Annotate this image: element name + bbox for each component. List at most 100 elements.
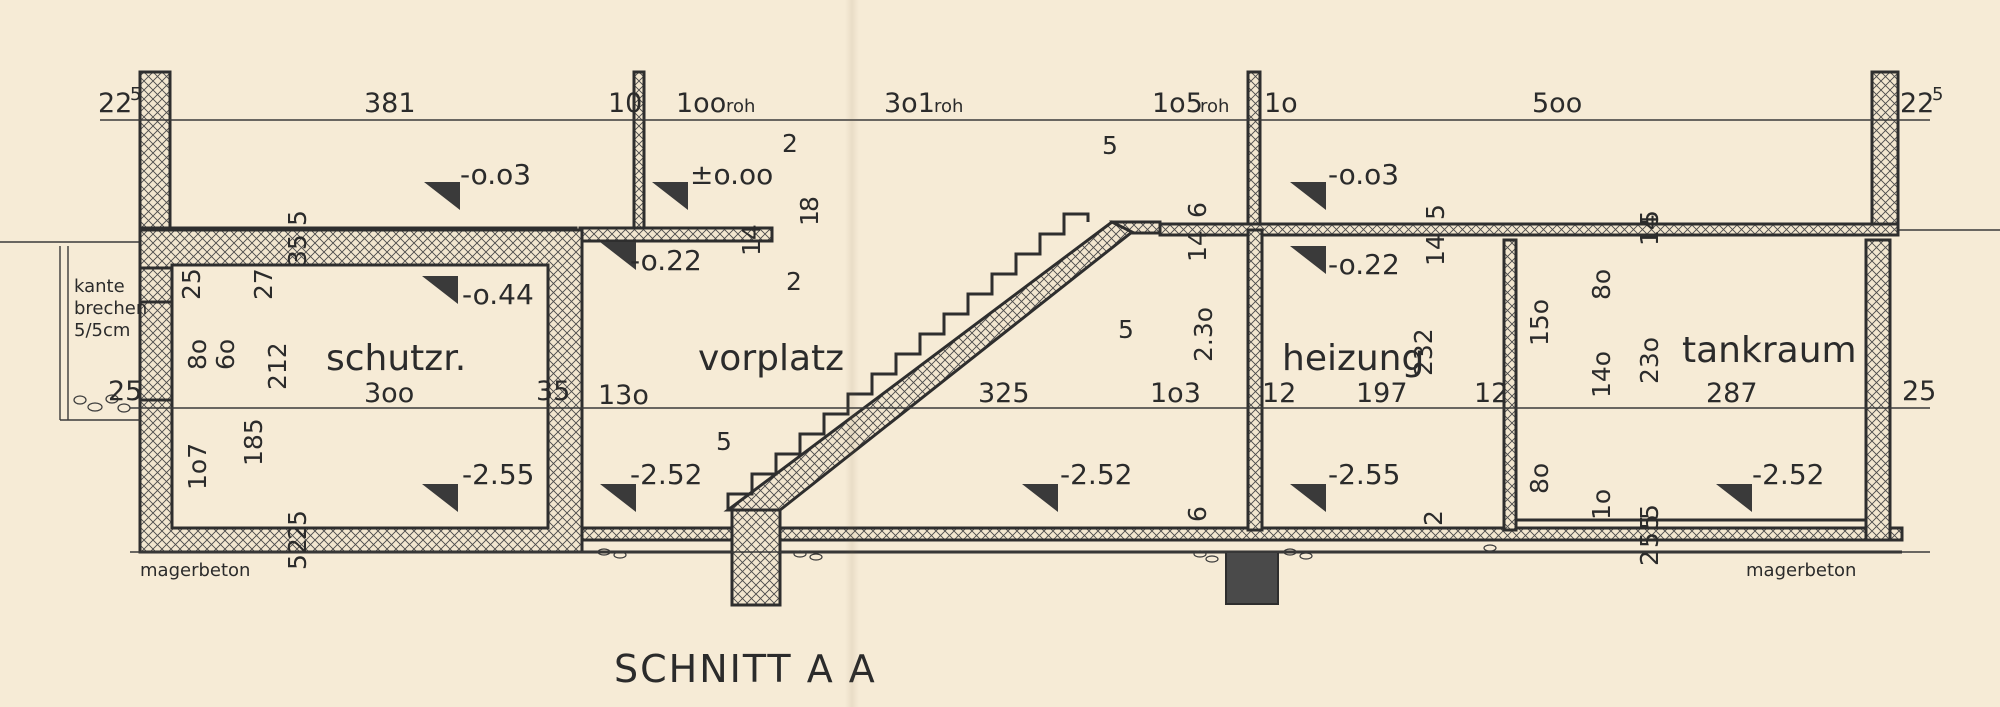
svg-text:14: 14 (1421, 234, 1450, 266)
dim-mid-130: 13o (598, 380, 649, 411)
svg-text:5: 5 (716, 427, 732, 456)
svg-text:14: 14 (1635, 214, 1664, 246)
svg-text:27: 27 (249, 268, 278, 300)
dim-top-5b: 5 (1932, 84, 1943, 105)
note-magerbeton-right: magerbeton (1746, 560, 1856, 581)
dim-mid-103: 1o3 (1150, 378, 1201, 409)
dim-mid-12a: 12 (1262, 378, 1296, 409)
heizung-wall (1246, 228, 1264, 532)
drawing-title: SCHNITT A A (614, 647, 877, 691)
upper-wall-3 (1246, 70, 1262, 232)
dim-top-105: 1o5 (1152, 88, 1203, 119)
svg-text:5: 5 (1635, 210, 1664, 226)
dim-mid-35: 35 (536, 376, 570, 407)
note-magerbeton-left: magerbeton (140, 560, 250, 581)
level-schutz-floor: -2.55 (462, 458, 534, 491)
level-vorplatz-top: ±o.oo (690, 158, 773, 191)
dim-top-22-right: 22 (1900, 88, 1934, 119)
svg-text:2.3o: 2.3o (1189, 307, 1218, 362)
chamfer-block (138, 266, 174, 304)
dim-mid-287: 287 (1706, 378, 1758, 409)
dim-mid-325: 325 (978, 378, 1030, 409)
level-stair-bottom: -2.52 (1060, 458, 1132, 491)
svg-text:5: 5 (283, 210, 312, 226)
level-heizung-top: -o.o3 (1328, 158, 1399, 191)
svg-text:23o: 23o (1635, 337, 1664, 384)
svg-text:185: 185 (239, 418, 268, 466)
basement-floor (580, 526, 1904, 542)
svg-text:5: 5 (1635, 514, 1664, 530)
room-vorplatz: vorplatz (698, 338, 844, 379)
floor-slab-3 (1158, 222, 1900, 237)
dim-top-roh1: roh (726, 96, 755, 117)
upper-wall-left (138, 70, 172, 232)
dim-mid-12b: 12 (1474, 378, 1508, 409)
svg-text:2: 2 (786, 267, 802, 296)
svg-text:35: 35 (283, 234, 312, 266)
dim-top-381: 381 (364, 88, 416, 119)
dim-top-100: 1oo (676, 88, 726, 119)
level-schutz-ceiling: -o.44 (462, 278, 534, 311)
svg-text:5: 5 (1635, 532, 1664, 548)
svg-text:6: 6 (1183, 202, 1212, 218)
dim-top-22: 22 (98, 88, 132, 119)
stair-steps (726, 212, 1090, 510)
svg-text:8o: 8o (1587, 269, 1616, 300)
level-heizung-floor: -2.55 (1328, 458, 1400, 491)
dim-mid-25: 25 (108, 376, 142, 407)
svg-text:5: 5 (1118, 315, 1134, 344)
dim-top-10: 10 (608, 88, 642, 119)
note-brechen: brechen (74, 298, 147, 319)
svg-text:6o: 6o (211, 339, 240, 370)
svg-text:5: 5 (1635, 504, 1664, 520)
dim-mid-300: 3oo (364, 378, 414, 409)
svg-text:2: 2 (782, 129, 798, 158)
svg-text:6: 6 (1183, 506, 1212, 522)
svg-text:5: 5 (1421, 204, 1450, 220)
note-5-5cm: 5/5cm (74, 320, 130, 341)
svg-text:8o: 8o (1525, 463, 1554, 494)
dim-mid-197: 197 (1356, 378, 1408, 409)
dim-top-301: 3o1 (884, 88, 935, 119)
svg-text:5: 5 (283, 510, 312, 526)
level-markers (422, 182, 1752, 512)
level-vorplatz-bottom: -2.52 (630, 458, 702, 491)
room-schutzraum: schutzr. (326, 338, 466, 379)
svg-text:212: 212 (263, 342, 292, 390)
vertical-dimensions: 5 35 25 27 8o 6o 212 185 1o7 5 2 5 2 2 1… (177, 129, 1664, 570)
svg-text:1: 1 (795, 210, 824, 226)
dim-top-roh2: roh (934, 96, 963, 117)
svg-text:2: 2 (283, 524, 312, 540)
tank-wall (1502, 238, 1518, 532)
svg-text:8: 8 (795, 196, 824, 212)
room-heizung: heizung (1282, 338, 1424, 379)
svg-text:25: 25 (177, 268, 206, 300)
svg-text:5: 5 (283, 554, 312, 570)
svg-text:2: 2 (1419, 510, 1448, 526)
stair-foundation (730, 508, 782, 607)
dim-top-5a: 5 (130, 84, 141, 105)
note-kante: kante (74, 276, 125, 297)
dim-top-500: 5oo (1532, 88, 1582, 119)
room-tankraum: tankraum (1682, 330, 1857, 371)
dim-top-roh3: roh (1200, 96, 1229, 117)
svg-text:1o: 1o (1587, 489, 1616, 520)
dim-top-1o: 1o (1264, 88, 1298, 119)
level-heizung-ceiling: -o.22 (1328, 248, 1400, 281)
svg-text:2: 2 (1635, 550, 1664, 566)
level-schutz-top: -o.o3 (460, 158, 531, 191)
level-tank-floor: -2.52 (1752, 458, 1824, 491)
svg-text:2: 2 (283, 538, 312, 554)
svg-text:8o: 8o (183, 339, 212, 370)
svg-text:15o: 15o (1525, 299, 1554, 346)
dim-mid-25-right: 25 (1902, 376, 1936, 407)
right-wall (1864, 238, 1892, 542)
upper-wall-right (1870, 70, 1900, 234)
svg-text:232: 232 (1409, 328, 1438, 376)
svg-text:14: 14 (1183, 230, 1212, 262)
level-vorplatz-floor: -o.22 (630, 244, 702, 277)
svg-text:1o7: 1o7 (183, 443, 212, 490)
svg-text:14: 14 (737, 224, 766, 256)
